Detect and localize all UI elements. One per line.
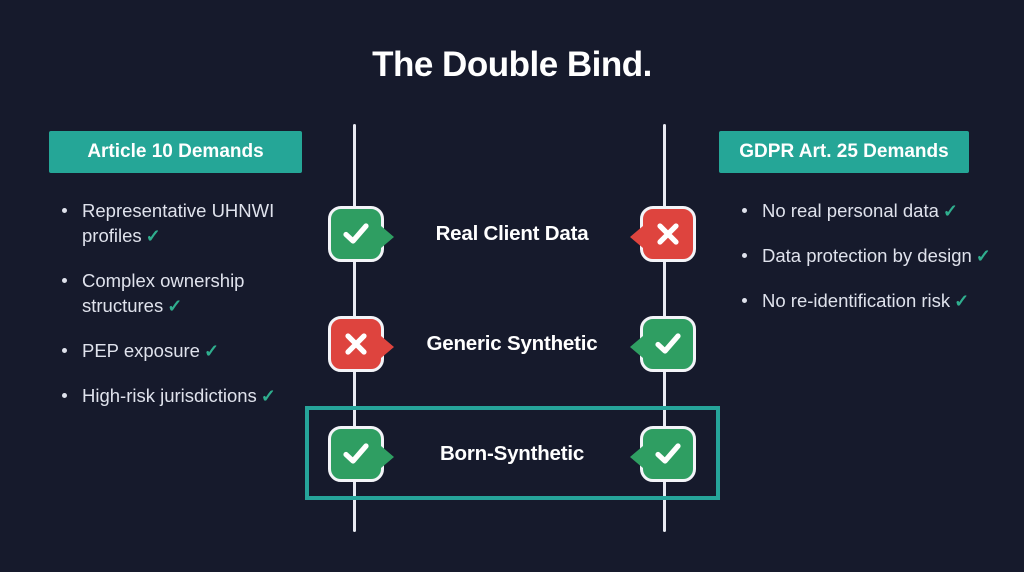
- badge-notch: [381, 446, 394, 468]
- badge-notch: [381, 226, 394, 248]
- list-item-label: Data protection by design: [762, 245, 972, 266]
- status-badge-check: [328, 426, 394, 482]
- cross-icon: [657, 223, 679, 245]
- comparison-row: Born-Synthetic: [300, 421, 724, 487]
- status-badge-check: [328, 206, 394, 262]
- bullet-dot-icon: [742, 253, 747, 258]
- row-label: Generic Synthetic: [426, 332, 598, 355]
- list-item: Data protection by design✓: [740, 243, 1005, 269]
- list-item: No real personal data✓: [740, 198, 1005, 224]
- comparison-row: Generic Synthetic: [300, 311, 724, 377]
- status-badge-cross: [630, 206, 696, 262]
- bullet-dot-icon: [62, 348, 67, 353]
- page-title: The Double Bind.: [372, 45, 652, 84]
- list-item: No re-identification risk✓: [740, 288, 1005, 314]
- badge-notch: [630, 446, 643, 468]
- badge-notch: [630, 336, 643, 358]
- check-mark-icon: ✓: [260, 386, 276, 406]
- comparison-row: Real Client Data: [300, 201, 724, 267]
- list-item-label: High-risk jurisdictions: [82, 385, 257, 406]
- right-column-header: GDPR Art. 25 Demands: [719, 131, 969, 173]
- check-icon: [655, 333, 681, 354]
- list-item: Complex ownership structures✓: [60, 268, 335, 319]
- list-item: PEP exposure✓: [60, 338, 335, 364]
- check-mark-icon: ✓: [954, 291, 970, 311]
- list-item-label: No real personal data: [762, 200, 939, 221]
- check-mark-icon: ✓: [203, 341, 220, 361]
- list-item-label: No re-identification risk: [762, 290, 951, 311]
- status-badge-check: [630, 426, 696, 482]
- check-mark-icon: ✓: [167, 296, 183, 316]
- bullet-dot-icon: [742, 298, 747, 303]
- list-item: Representative UHNWI profiles✓: [60, 198, 335, 249]
- row-label: Born-Synthetic: [439, 442, 585, 465]
- list-item: High-risk jurisdictions✓: [60, 383, 335, 409]
- check-icon: [343, 443, 369, 464]
- list-item-label: Representative UHNWI profiles: [82, 200, 275, 246]
- check-mark-icon: ✓: [942, 201, 958, 221]
- right-requirements-list: No real personal data✓ Data protection b…: [740, 198, 1005, 333]
- row-label: Real Client Data: [435, 222, 589, 245]
- bullet-dot-icon: [742, 208, 747, 213]
- status-badge-check: [630, 316, 696, 372]
- bullet-dot-icon: [62, 393, 67, 398]
- cross-icon: [345, 333, 367, 355]
- left-requirements-list: Representative UHNWI profiles✓ Complex o…: [60, 198, 335, 428]
- bullet-dot-icon: [62, 208, 67, 213]
- check-mark-icon: ✓: [145, 226, 161, 246]
- badge-notch: [381, 336, 394, 358]
- status-badge-cross: [328, 316, 394, 372]
- left-column-header: Article 10 Demands: [49, 131, 302, 173]
- highlighted-row-frame: [305, 406, 720, 500]
- check-icon: [343, 223, 369, 244]
- badge-notch: [630, 226, 643, 248]
- list-item-label: PEP exposure: [82, 340, 200, 361]
- list-item-label: Complex ownership structures: [82, 270, 245, 316]
- check-mark-icon: ✓: [975, 246, 991, 266]
- check-icon: [655, 443, 681, 464]
- bullet-dot-icon: [62, 278, 67, 283]
